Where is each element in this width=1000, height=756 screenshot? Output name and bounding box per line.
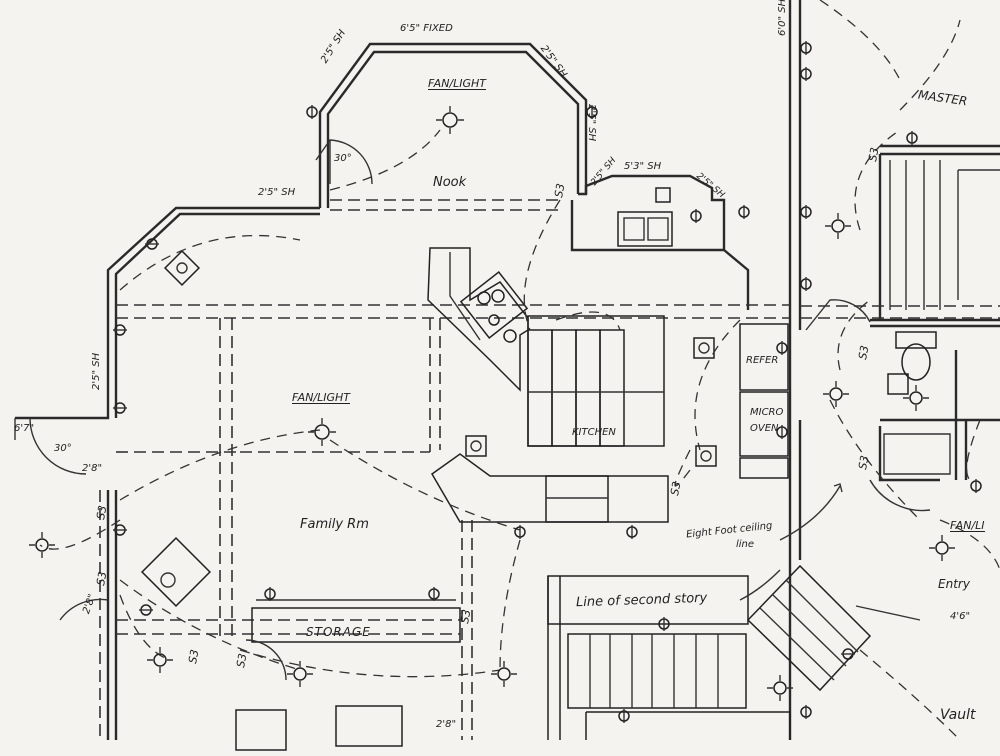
switch-mark: S3 <box>94 504 109 520</box>
kitchen-counters <box>140 187 789 608</box>
switch-mark: S3 <box>458 608 473 624</box>
switch-mark: S3 <box>234 652 249 668</box>
window-label-nook-right: 2'5" SH <box>586 104 597 142</box>
annotation-ceiling-line: line <box>736 539 755 550</box>
switch-wiring-arcs <box>39 0 1000 741</box>
dimension-nook-angle: 30° <box>334 153 352 164</box>
dimension-window-left-edge: 6'7" <box>14 423 35 434</box>
dashed-beam-lines <box>99 199 1000 740</box>
double-sink-fixture <box>617 211 673 247</box>
switch-mark: S3 <box>856 344 871 360</box>
window-label-sink-center: 5'3" SH <box>624 161 662 172</box>
toilet-fixture <box>901 343 931 381</box>
dimension-door-left: 2'8" <box>82 463 103 474</box>
room-label-nook: Nook <box>433 175 467 190</box>
window-label-upper-right: 6'0" SH <box>777 0 788 36</box>
switch-mark: S3 <box>552 182 567 198</box>
annotation-fan-light-entry: FAN/LI <box>950 519 985 532</box>
ceiling-lights <box>29 106 955 701</box>
door-swings <box>14 139 931 681</box>
appliance-label-refer: REFER <box>746 355 779 366</box>
appliance-label-oven: OVEN <box>750 423 779 434</box>
room-label-storage: STORAGE <box>306 625 371 639</box>
electrical-outlets <box>113 41 982 723</box>
dimension-door-angle: 30° <box>54 443 72 454</box>
annotation-fan-light-nook: FAN/LIGHT <box>428 77 487 90</box>
dimension-entry-door: 4'6" <box>950 611 971 622</box>
switch-mark: S3 <box>866 146 881 162</box>
window-label-top-fixed: 6'5" FIXED <box>400 23 453 34</box>
room-label-family-rm: Family Rm <box>300 517 369 532</box>
exterior-walls <box>15 0 1000 740</box>
appliance-label-micro: MICRO <box>750 407 784 418</box>
switch-mark: S3 <box>856 454 871 470</box>
switch-mark: S3 <box>186 648 201 664</box>
room-label-vault: Vault <box>940 707 976 723</box>
switch-mark: S3 <box>668 480 683 496</box>
room-label-entry: Entry <box>938 577 970 591</box>
switch-marks: S3 S3 S3 S3 S3 S3 S3 S3 S3 S3 <box>94 146 881 668</box>
bathroom-fixtures <box>883 331 951 475</box>
storage-area <box>235 564 872 751</box>
window-label-nook-left: 2'5" SH <box>258 187 296 198</box>
window-label-family-left: 2'5" SH <box>91 352 102 390</box>
annotation-arrows <box>739 483 843 601</box>
dimension-door-bottom: 2'8" <box>436 719 457 730</box>
switch-mark: S3 <box>94 570 109 586</box>
annotation-fan-light-family: FAN/LIGHT <box>292 391 351 404</box>
annotation-kitchen: KITCHEN <box>572 427 616 438</box>
